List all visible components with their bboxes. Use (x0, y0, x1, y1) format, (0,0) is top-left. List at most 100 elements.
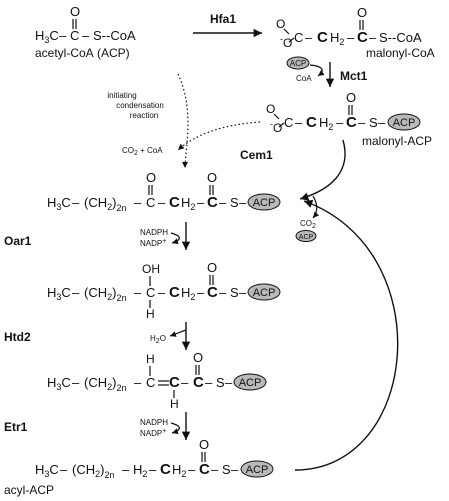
svg-text:S: S (230, 195, 239, 210)
initiating-label-3: reaction (130, 111, 158, 120)
svg-text:–: – (239, 285, 247, 300)
svg-text:H: H (146, 307, 155, 321)
svg-text:O: O (146, 170, 156, 185)
svg-text:–: – (134, 375, 142, 390)
svg-text:C: C (207, 194, 218, 211)
svg-text:ACP: ACP (239, 377, 262, 389)
svg-text:–: – (378, 115, 386, 130)
svg-text:–: – (231, 462, 239, 477)
svg-text:–: – (72, 285, 80, 300)
svg-text:–: – (60, 462, 68, 477)
htd2-label: Htd2 (4, 330, 31, 344)
hfa1-label: Hfa1 (210, 12, 236, 26)
malonyl-coa-o-carbonyl: O (357, 5, 367, 20)
acyl-acp-label: acyl-ACP (4, 483, 54, 497)
svg-text:C: C (199, 461, 210, 478)
malonyl-coa-o-minus: -O (280, 34, 292, 50)
svg-text:H2: H2 (181, 195, 195, 212)
malonyl-coa-label: malonyl-CoA (366, 46, 435, 60)
svg-text:H: H (170, 397, 179, 411)
svg-text:–: – (149, 462, 157, 477)
malonyl-acp-o-top: O (266, 102, 275, 116)
malonyl-coa-s-coa: S--CoA (379, 30, 422, 45)
cem1-arrow (299, 139, 346, 201)
acetyl-s-coa: S--CoA (93, 28, 136, 43)
svg-text:–: – (158, 285, 166, 300)
svg-text:–: – (219, 195, 227, 210)
svg-text:C: C (146, 375, 155, 390)
svg-text:O: O (346, 90, 356, 105)
svg-text:H3C: H3C (47, 375, 71, 392)
svg-text:S: S (369, 115, 378, 130)
svg-text:H3C: H3C (47, 195, 71, 212)
svg-text:H: H (146, 352, 155, 366)
svg-text:ACP: ACP (246, 464, 269, 476)
oar1-label: Oar1 (4, 234, 32, 248)
svg-text:C: C (346, 114, 357, 131)
etr1-nadp-label: NADP+ (140, 428, 166, 438)
acp-tag-label: ACP (290, 59, 306, 68)
malonyl-feed-dotted-arrow (177, 121, 261, 151)
acetyl-carbonyl-c: C (70, 28, 79, 43)
acp-coa-exchange-arrow (309, 64, 325, 77)
svg-text:–: – (72, 375, 80, 390)
co2-release-label: CO2 (300, 219, 316, 230)
acetyl-coa-label: acetyl-CoA (35, 46, 94, 60)
svg-text:(CH2)2n: (CH2)2n (84, 375, 126, 393)
svg-text:–: – (369, 30, 377, 45)
svg-text:C: C (146, 285, 155, 300)
mct1-label: Mct1 (340, 69, 368, 83)
ketoacyl-acp-structure: H3C – (CH2)2n – C O – C H2 – C O – S – A… (47, 170, 281, 213)
malonyl-coa-structure: O -O C – C H2 – C O – S--CoA malonyl-CoA (276, 5, 435, 60)
co2-coa-release-label: CO2 + CoA (122, 146, 163, 157)
initiating-label-1: initiating (107, 91, 136, 100)
svg-text:–: – (211, 462, 219, 477)
svg-text:–: – (295, 115, 303, 130)
acetyl-bond-2: – (82, 28, 90, 43)
acyl-acp-structure: H3C – (CH2)2n – H2 – C H2 – C O – S – AC… (4, 437, 274, 497)
svg-text:C: C (306, 114, 317, 131)
etr1-cofactor-arrow (170, 422, 180, 435)
acp-paren-label: (ACP) (97, 46, 130, 60)
svg-text:O: O (207, 170, 217, 185)
svg-text:H3C: H3C (35, 462, 59, 479)
svg-text:(CH2)2n: (CH2)2n (84, 285, 126, 303)
acetyl-coa-structure: H3C – C O – S--CoA acetyl-CoA (ACP) (35, 4, 136, 60)
svg-text:–: – (188, 462, 196, 477)
svg-text:H2: H2 (181, 285, 195, 302)
malonyl-coa-c2: C (317, 29, 328, 46)
oar1-nadph-label: NADPH (140, 228, 168, 237)
svg-text:C: C (146, 195, 155, 210)
svg-text:–: – (181, 375, 189, 390)
initiating-dotted-arrow (177, 73, 189, 169)
acetyl-carbonyl-o: O (70, 4, 80, 19)
svg-text:–: – (225, 375, 233, 390)
enoyl-acp-structure: H3C – (CH2)2n – C H C H – C O – S – ACP (47, 350, 267, 411)
acp-release-tag (295, 230, 317, 242)
acp-release-label: ACP (299, 234, 314, 241)
svg-text:C: C (193, 374, 204, 391)
svg-text:O: O (199, 437, 209, 452)
svg-text:–: – (205, 375, 213, 390)
svg-text:C: C (169, 194, 180, 211)
coa-release-label: CoA (296, 74, 312, 83)
acp-tag (286, 56, 310, 70)
etr1-nadph-label: NADPH (140, 418, 168, 427)
malonyl-coa-c1: C (294, 30, 303, 45)
svg-text:–: – (336, 115, 344, 130)
svg-text:–: – (347, 30, 355, 45)
svg-text:(CH2)2n: (CH2)2n (72, 462, 114, 480)
htd2-water-label: H2O (150, 334, 166, 345)
svg-text:H3C: H3C (47, 285, 71, 302)
svg-text:O: O (193, 350, 203, 365)
svg-text:H2: H2 (172, 462, 186, 479)
htd2-water-arrow (169, 329, 187, 337)
hydroxyacyl-acp-structure: H3C – (CH2)2n – C OH H – C H2 – C O – S … (47, 260, 281, 321)
svg-text:S: S (216, 375, 225, 390)
malonyl-acp-label: malonyl-ACP (362, 134, 432, 148)
oar1-cofactor-arrow (170, 232, 180, 245)
cem1-label: Cem1 (240, 148, 273, 162)
svg-text:ACP: ACP (393, 117, 416, 129)
svg-text:–: – (197, 285, 205, 300)
